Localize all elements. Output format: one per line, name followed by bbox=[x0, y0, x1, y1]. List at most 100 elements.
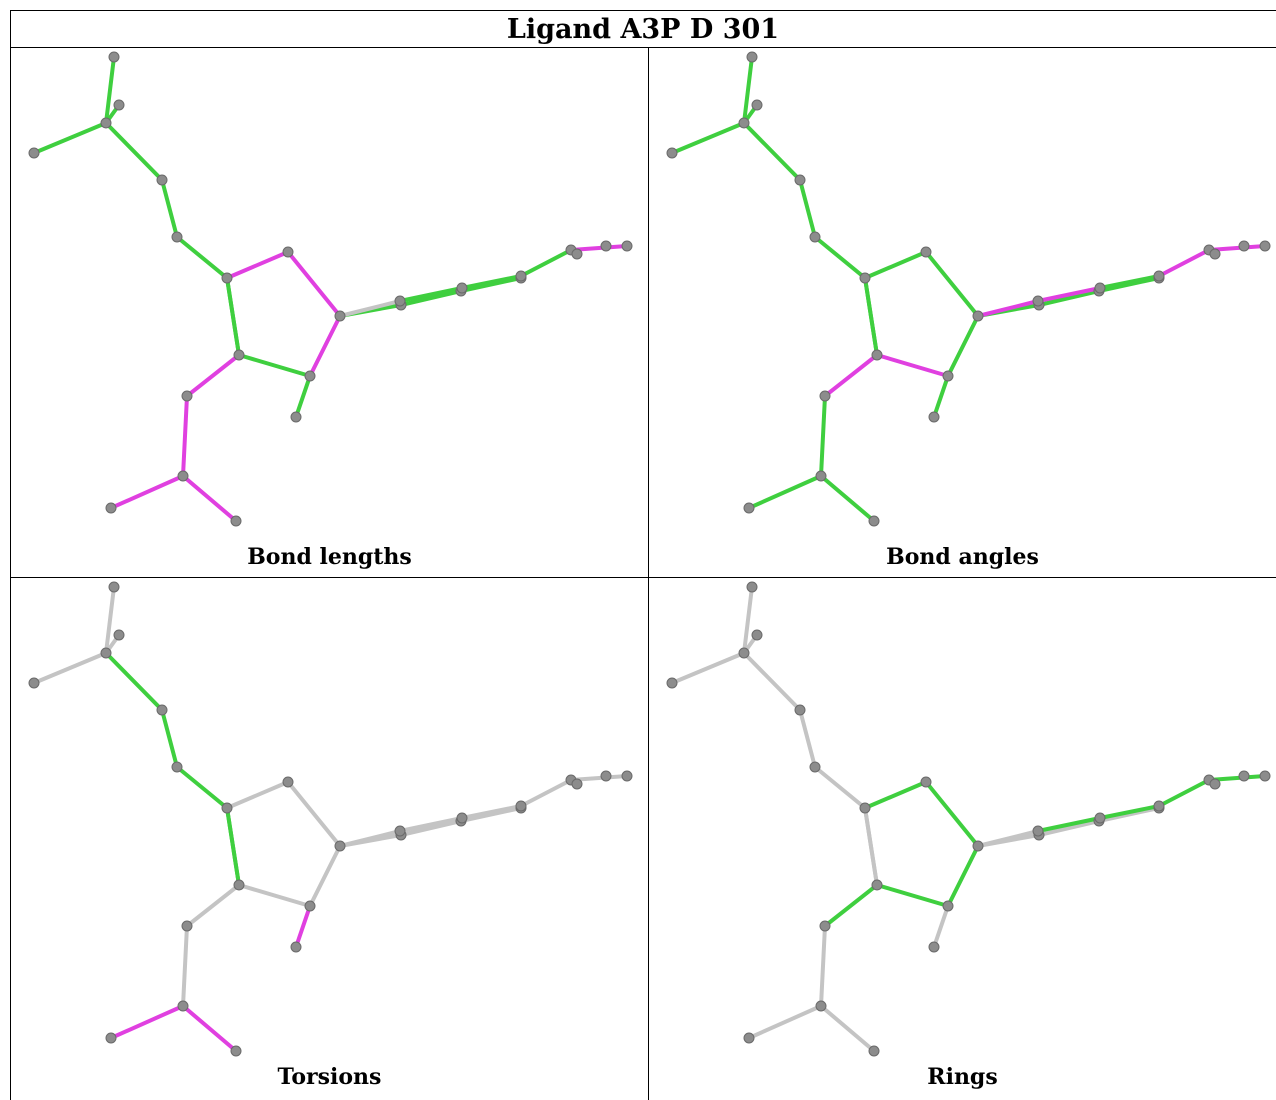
atom-11 bbox=[181, 920, 193, 932]
bond-20 bbox=[459, 806, 523, 823]
bond-9 bbox=[863, 780, 928, 810]
molecule-bond-lengths bbox=[28, 51, 633, 527]
bond-5 bbox=[813, 235, 867, 280]
atom-5 bbox=[171, 761, 183, 773]
atom-7 bbox=[282, 776, 294, 788]
atom-2 bbox=[100, 647, 112, 659]
atom-13 bbox=[928, 941, 940, 953]
bond-22 bbox=[398, 286, 464, 303]
caption-bond-angles: Bond angles bbox=[886, 544, 1039, 570]
bond-2 bbox=[32, 651, 108, 685]
atom-25 bbox=[621, 240, 633, 252]
atom-5 bbox=[171, 231, 183, 243]
atom-24 bbox=[1238, 770, 1250, 782]
atom-0 bbox=[746, 51, 758, 63]
atom-19 bbox=[456, 812, 468, 824]
atom-8 bbox=[972, 840, 984, 852]
bond-13 bbox=[823, 883, 879, 928]
frame-top-border bbox=[10, 10, 1276, 11]
bond-14 bbox=[181, 924, 189, 1008]
bond-15 bbox=[932, 374, 950, 419]
atom-21 bbox=[515, 800, 527, 812]
atom-25 bbox=[621, 770, 633, 782]
bond-25 bbox=[1207, 244, 1267, 252]
panel-bond-angles: Bond angles bbox=[649, 48, 1276, 577]
atom-15 bbox=[230, 1045, 242, 1057]
bond-10 bbox=[286, 250, 342, 318]
atom-3 bbox=[666, 677, 678, 689]
bond-16 bbox=[747, 1004, 823, 1040]
atom-14 bbox=[743, 1032, 755, 1044]
panel-torsions: Torsions bbox=[11, 578, 648, 1100]
figure-title: Ligand A3P D 301 bbox=[506, 13, 780, 45]
bond-16 bbox=[109, 1004, 185, 1040]
bond-11 bbox=[946, 314, 980, 378]
bond-24 bbox=[519, 248, 573, 278]
atom-4 bbox=[794, 704, 806, 716]
atom-7 bbox=[920, 776, 932, 788]
bond-5 bbox=[175, 765, 229, 810]
atom-13 bbox=[290, 411, 302, 423]
atom-7 bbox=[282, 246, 294, 258]
bond-8 bbox=[863, 806, 879, 887]
atom-24 bbox=[600, 770, 612, 782]
atom-10 bbox=[871, 879, 883, 891]
atom-13 bbox=[928, 411, 940, 423]
atom-12 bbox=[815, 1000, 827, 1012]
bond-21 bbox=[338, 299, 402, 318]
bond-21 bbox=[338, 829, 402, 848]
atom-15 bbox=[868, 1045, 880, 1057]
title-divider bbox=[10, 47, 1276, 48]
atom-0 bbox=[746, 581, 758, 593]
bond-25 bbox=[569, 774, 629, 782]
atom-9 bbox=[942, 900, 954, 912]
atom-2 bbox=[100, 117, 112, 129]
atom-2 bbox=[738, 117, 750, 129]
atom-19 bbox=[456, 282, 468, 294]
atom-15 bbox=[230, 515, 242, 527]
molecule-rings bbox=[666, 581, 1271, 1057]
bond-19 bbox=[399, 289, 463, 307]
bond-14 bbox=[819, 394, 827, 478]
atom-1 bbox=[113, 629, 125, 641]
bond-10 bbox=[924, 780, 980, 848]
bond-21 bbox=[976, 299, 1040, 318]
atom-10 bbox=[233, 349, 245, 361]
atom-25 bbox=[1259, 240, 1271, 252]
bond-9 bbox=[225, 780, 290, 810]
bond-13 bbox=[185, 353, 241, 398]
atom-3 bbox=[28, 147, 40, 159]
bond-19 bbox=[1037, 819, 1101, 837]
bond-13 bbox=[185, 883, 241, 928]
atom-14 bbox=[743, 502, 755, 514]
atom-17 bbox=[1032, 825, 1044, 837]
atom-14 bbox=[105, 502, 117, 514]
bond-19 bbox=[1037, 289, 1101, 307]
atom-10 bbox=[233, 879, 245, 891]
caption-torsions: Torsions bbox=[277, 1064, 382, 1090]
atom-8 bbox=[334, 310, 346, 322]
bond-4 bbox=[798, 178, 817, 239]
bond-5 bbox=[175, 235, 229, 280]
caption-rings: Rings bbox=[927, 1064, 998, 1090]
bond-9 bbox=[225, 250, 290, 280]
bond-12 bbox=[875, 353, 950, 378]
caption-bond-lengths: Bond lengths bbox=[247, 544, 412, 570]
bond-23 bbox=[1098, 804, 1161, 820]
bond-10 bbox=[924, 250, 980, 318]
atom-6 bbox=[859, 802, 871, 814]
bond-20 bbox=[459, 276, 523, 293]
bond-14 bbox=[181, 394, 189, 478]
atom-0 bbox=[108, 581, 120, 593]
bond-20 bbox=[1097, 276, 1161, 293]
bond-12 bbox=[237, 883, 312, 908]
bond-0 bbox=[104, 55, 116, 125]
atom-6 bbox=[221, 272, 233, 284]
atom-7 bbox=[920, 246, 932, 258]
bond-8 bbox=[863, 276, 879, 357]
atom-23 bbox=[571, 778, 583, 790]
bond-11 bbox=[308, 314, 342, 378]
atom-3 bbox=[666, 147, 678, 159]
panel-rings: Rings bbox=[649, 578, 1276, 1100]
bond-25 bbox=[569, 244, 629, 252]
